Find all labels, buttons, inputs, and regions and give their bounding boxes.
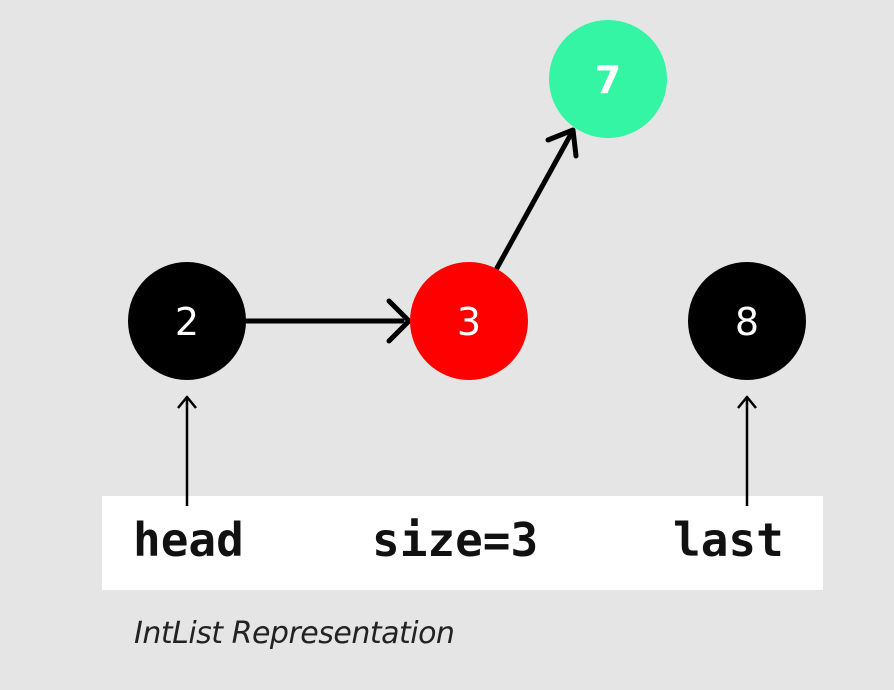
node-2: 2 [128, 262, 246, 380]
node-7-circle [549, 20, 667, 138]
last-label: last [673, 513, 784, 567]
node-8-circle [688, 262, 806, 380]
node-2-circle [128, 262, 246, 380]
head-label: head [133, 513, 244, 567]
last-pointer-arrow [737, 395, 757, 506]
node-7: 7 [549, 20, 667, 138]
node-7-label: 7 [595, 58, 621, 102]
node-8-label: 8 [735, 300, 759, 344]
node-8: 8 [688, 262, 806, 380]
node-3-label: 3 [457, 300, 481, 344]
diagram-caption: IntList Representation [134, 616, 455, 651]
edge-2-to-3 [242, 298, 412, 344]
pointer-panel [102, 496, 823, 590]
edge-3-to-7 [494, 127, 579, 271]
size-label: size=3 [372, 513, 538, 567]
head-pointer-arrow [177, 395, 197, 506]
node-3: 3 [410, 262, 528, 380]
node-3-circle [410, 262, 528, 380]
node-2-label: 2 [175, 300, 199, 344]
